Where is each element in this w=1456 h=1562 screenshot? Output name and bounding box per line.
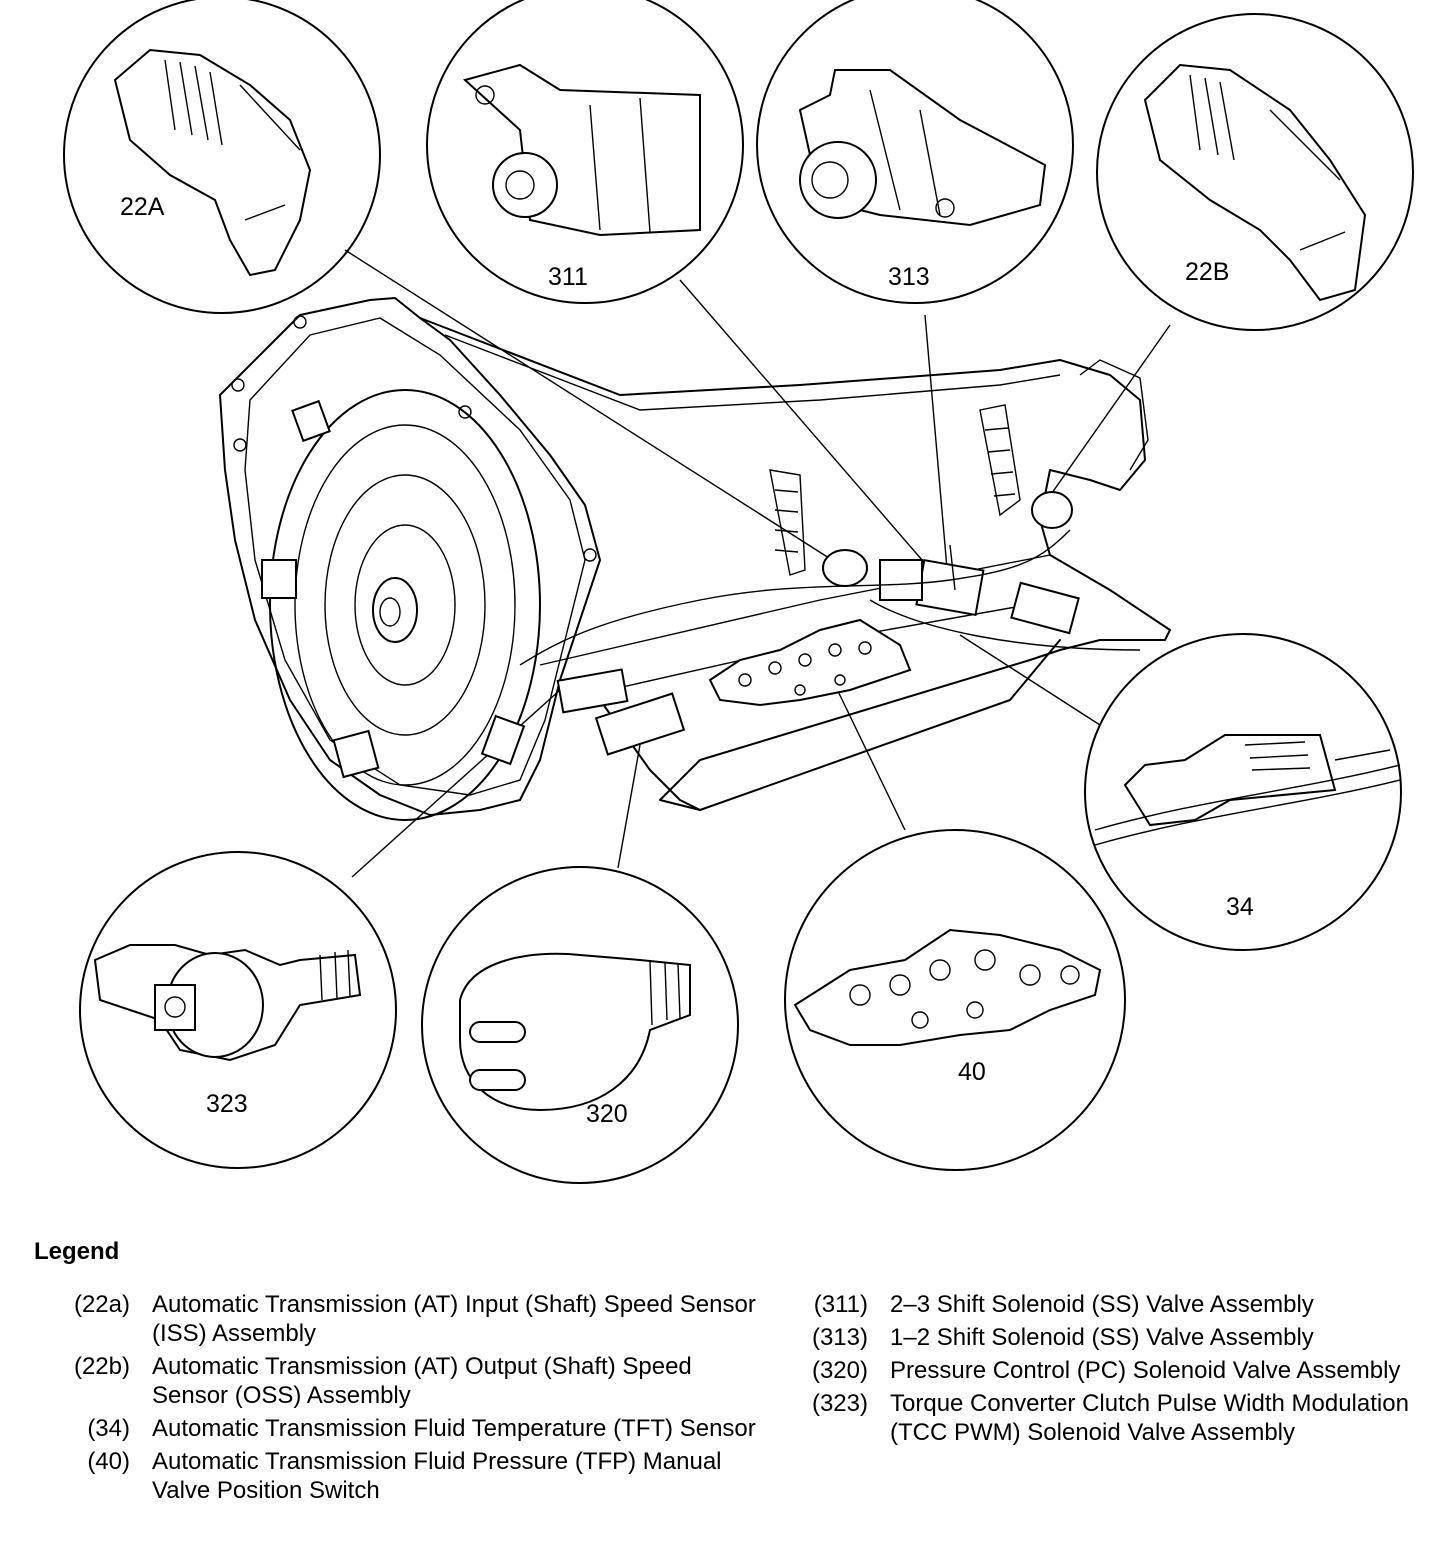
legend-item-34: (34) Automatic Transmission Fluid Temper… [40, 1414, 760, 1443]
callout-22a: 22A [63, 0, 381, 314]
bolt-hole [583, 548, 597, 562]
legend-description: Torque Converter Clutch Pulse Width Modu… [890, 1390, 1409, 1446]
legend-code: (320) [811, 1357, 868, 1384]
legend-column-left: (22a) Automatic Transmission (AT) Input … [40, 1290, 760, 1509]
torque-converter-hub-inner [379, 597, 401, 627]
bolt-hole [233, 438, 247, 452]
callout-label-320: 320 [586, 1100, 628, 1128]
callout-323: 323 [79, 851, 397, 1169]
legend-code: (323) [811, 1390, 868, 1417]
bell-housing-inner [244, 317, 586, 796]
callout-320: 320 [421, 866, 739, 1184]
pwm-on-case [556, 668, 629, 714]
legend-item-320: (320) Pressure Control (PC) Solenoid Val… [776, 1356, 1416, 1385]
callout-label-22a: 22A [120, 193, 165, 221]
legend-description: Pressure Control (PC) Solenoid Valve Ass… [890, 1357, 1401, 1384]
legend-code: (22a) [73, 1291, 130, 1318]
leader-320 [617, 744, 641, 869]
leader-323 [351, 689, 561, 878]
legend-item-323: (323) Torque Converter Clutch Pulse Widt… [776, 1389, 1416, 1447]
callout-313: 313 [756, 0, 1074, 304]
callout-label-311: 311 [548, 263, 588, 291]
legend-item-313: (313) 1–2 Shift Solenoid (SS) Valve Asse… [776, 1323, 1416, 1352]
legend-code: (40) [87, 1448, 130, 1475]
flange-tab [261, 559, 297, 599]
bolt-hole [293, 315, 307, 329]
pc-on-case [594, 692, 686, 756]
callout-label-313: 313 [888, 263, 930, 291]
legend-item-22a: (22a) Automatic Transmission (AT) Input … [40, 1290, 760, 1348]
legend-description: Automatic Transmission Fluid Pressure (T… [152, 1448, 722, 1504]
callout-34: 34 [1084, 633, 1402, 951]
torque-converter-ring-2 [324, 474, 486, 736]
speed-sensor-iss-drawing [113, 48, 312, 277]
legend-code: (311) [813, 1291, 868, 1318]
leader-22b [1039, 324, 1171, 511]
legend-code: (34) [87, 1415, 130, 1442]
torque-converter-outer [269, 389, 541, 821]
legend-description: 2–3 Shift Solenoid (SS) Valve Assembly [890, 1291, 1314, 1318]
bell-housing-flange [219, 297, 601, 816]
legend: Legend (22a) Automatic Transmission (AT)… [0, 1228, 1456, 1562]
solenoid-on-case-313 [915, 558, 985, 617]
bolt-hole [458, 405, 472, 419]
legend-item-22b: (22b) Automatic Transmission (AT) Output… [40, 1352, 760, 1410]
leader-34 [959, 634, 1101, 726]
shift-solenoid-311-drawing [462, 63, 701, 237]
callout-label-22b: 22B [1185, 258, 1229, 286]
torque-converter-ring [294, 424, 516, 786]
legend-description: 1–2 Shift Solenoid (SS) Valve Assembly [890, 1324, 1314, 1351]
leader-311 [679, 279, 936, 576]
legend-code: (313) [811, 1324, 868, 1351]
legend-description: Automatic Transmission (AT) Input (Shaft… [152, 1291, 756, 1347]
case-ribs [769, 469, 806, 576]
tfp-switch-drawing [793, 928, 1102, 1046]
legend-item-311: (311) 2–3 Shift Solenoid (SS) Valve Asse… [776, 1290, 1416, 1319]
callout-40: 40 [784, 829, 1126, 1171]
leader-40 [834, 684, 906, 831]
sensor-on-case-22a [822, 549, 868, 587]
callout-311: 311 [426, 0, 744, 304]
legend-column-right: (311) 2–3 Shift Solenoid (SS) Valve Asse… [776, 1290, 1416, 1451]
legend-item-40: (40) Automatic Transmission Fluid Pressu… [40, 1447, 760, 1505]
legend-description: Automatic Transmission (AT) Output (Shaf… [152, 1353, 692, 1409]
solenoid-on-case-311 [879, 559, 923, 601]
flange-tab [332, 729, 380, 779]
callout-label-40: 40 [958, 1058, 986, 1086]
transmission-assembly [219, 297, 1171, 821]
case-ribs-rear [979, 404, 1021, 517]
callout-label-34: 34 [1226, 893, 1254, 921]
legend-code: (22b) [73, 1353, 130, 1380]
transmission-case [419, 317, 1171, 811]
tft-on-case [1010, 581, 1080, 635]
sensor-on-case-22b [1031, 491, 1073, 529]
wiring-harness [519, 529, 1141, 666]
case-tail [1079, 359, 1149, 471]
torque-converter-ring-3 [354, 524, 456, 686]
case-top-ridge [444, 334, 1061, 411]
flange-tab [480, 714, 526, 766]
flange-tab [291, 399, 331, 443]
legend-title: Legend [34, 1238, 120, 1265]
legend-description: Automatic Transmission Fluid Temperature… [152, 1415, 756, 1442]
bolt-hole [231, 378, 245, 392]
callout-22b: 22B [1096, 13, 1414, 331]
leader-22a [344, 249, 841, 566]
leader-lines [344, 249, 1171, 878]
torque-converter-hub [372, 577, 418, 643]
leader-313 [924, 314, 949, 581]
speed-sensor-oss-drawing [1143, 63, 1367, 302]
tft-sensor-drawing [1123, 734, 1337, 827]
transmission-diagram: 22A 311 313 22B 34 [63, 0, 1414, 1184]
callout-label-323: 323 [206, 1090, 248, 1118]
